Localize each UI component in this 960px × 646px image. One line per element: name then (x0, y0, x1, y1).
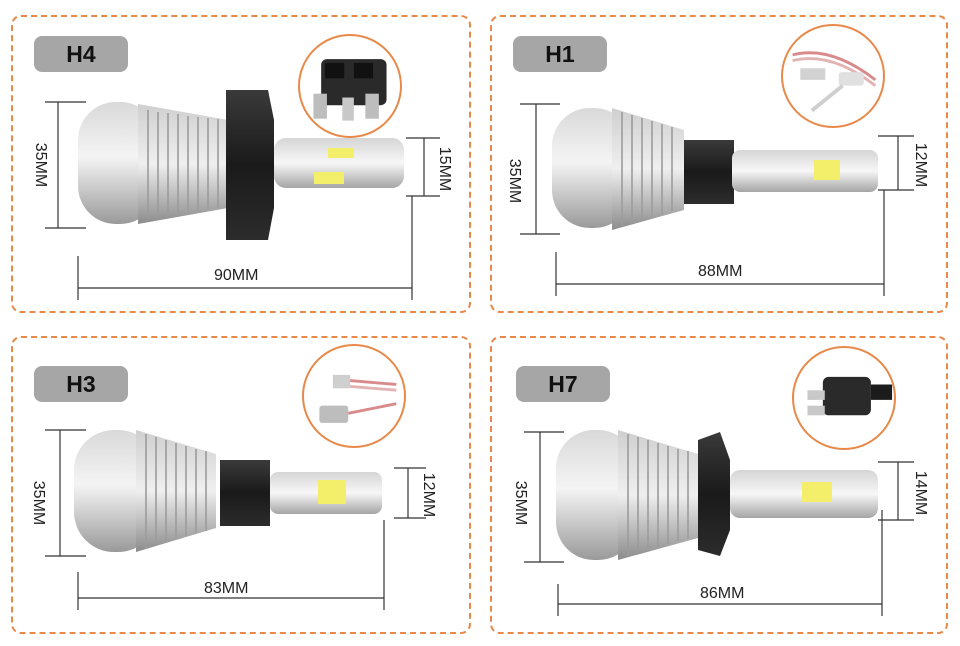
bulb-type-badge-h3: H3 (34, 366, 128, 402)
diameter-label-h3: 35MM (30, 480, 48, 526)
h3-connector-icon (319, 374, 397, 423)
connector-inset-h7 (792, 346, 896, 450)
bulb-type-badge-h4: H4 (34, 36, 128, 72)
width-label-h1: 88MM (698, 263, 743, 280)
width-label-h4: 90MM (214, 267, 259, 284)
width-label-h7: 86MM (700, 585, 745, 602)
diameter-label-h7: 35MM (512, 480, 530, 526)
h1-connector-icon (792, 51, 877, 113)
bulb-image-h1 (552, 100, 882, 240)
diameter-label-h4: 35MM (32, 142, 50, 188)
h7-connector-icon (807, 376, 893, 416)
neck-label-h3: 12MM (420, 472, 438, 518)
bulb-type-badge-h7: H7 (516, 366, 610, 402)
connector-inset-h1 (781, 24, 885, 128)
connector-inset-h4 (298, 34, 402, 138)
neck-label-h7: 14MM (912, 470, 930, 516)
h4-connector-icon (313, 59, 387, 121)
connector-inset-h3 (302, 344, 406, 448)
bulb-image-h4 (78, 80, 418, 248)
diameter-label-h1: 35MM (506, 158, 524, 204)
neck-label-h1: 12MM (912, 142, 930, 188)
neck-label-h4: 15MM (436, 146, 454, 192)
width-label-h3: 83MM (204, 580, 249, 597)
bulb-type-badge-h1: H1 (513, 36, 607, 72)
bulb-image-h3 (74, 420, 388, 560)
bulb-image-h7 (556, 420, 882, 570)
